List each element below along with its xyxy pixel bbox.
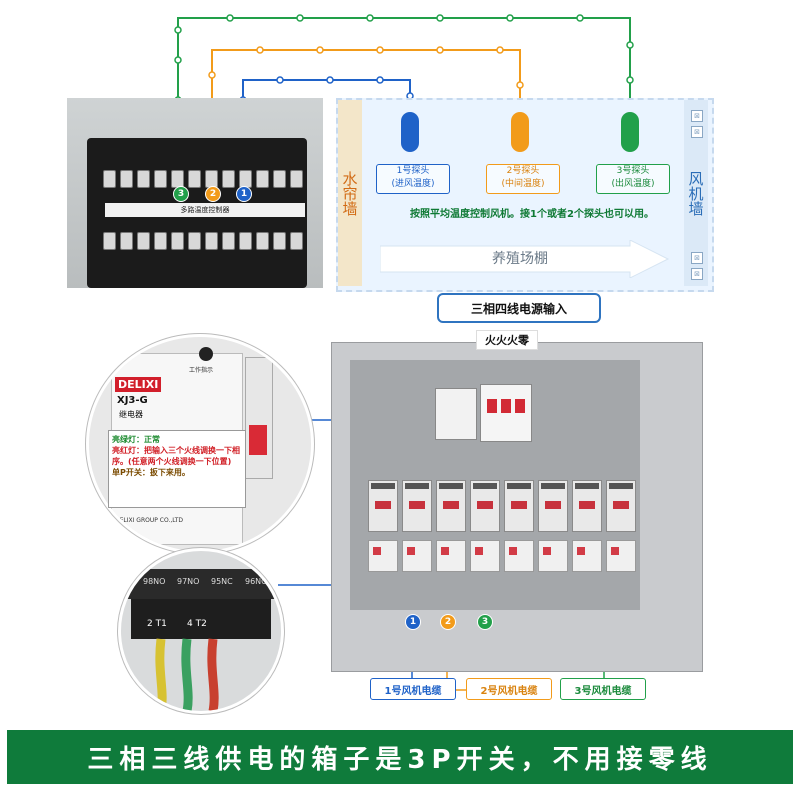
control-note: 按照平均温度控制风机。接1个或者2个探头也可以用。 <box>410 209 654 220</box>
controller-panel-label: 多路温度控制器 <box>105 203 305 217</box>
overload-relay <box>606 540 636 572</box>
overload-relay <box>402 540 432 572</box>
overload-relay <box>572 540 602 572</box>
overload-zoom: 98NO 97NO 95NC 96NC 2 T1 4 T2 <box>118 548 284 714</box>
contactor <box>470 480 500 532</box>
single-pole-switch <box>249 425 267 455</box>
relay-brand: DELIXI <box>115 377 162 392</box>
note-switch: 单P开关：扳下来用。 <box>112 468 190 477</box>
relay-type: 继电器 <box>119 410 143 419</box>
probe-marker-1: 1 <box>236 186 252 202</box>
overload-relay <box>504 540 534 572</box>
footer-text: 三相三线供电的箱子是3P开关，不用接零线 <box>87 744 713 775</box>
probe-2-sensor <box>511 112 529 152</box>
probe-2-desc: (中间温度) <box>501 179 545 189</box>
contactor <box>606 480 636 532</box>
probe-3-sensor <box>621 112 639 152</box>
terminal-row-top <box>103 170 303 188</box>
cable-marker-3: 3 <box>477 614 493 630</box>
probe-3-tag: 3号探头 (出风温度) <box>596 164 670 194</box>
relay-footer-brand: DELIXI GROUP CO.,LTD <box>115 517 184 524</box>
relay-indicator-label: 工作指示 <box>189 367 214 374</box>
probe-1-desc: (进风温度) <box>391 179 435 189</box>
terminal-t1: 2 T1 <box>147 619 167 629</box>
cable-marker-1: 1 <box>405 614 421 630</box>
fan-icon: ⊠ <box>691 110 703 122</box>
fan-icon: ⊠ <box>691 252 703 264</box>
airflow-arrow <box>380 240 670 278</box>
note-green-light: 亮绿灯：正常 <box>112 435 160 444</box>
controller-photo: 多路温度控制器 3 2 1 <box>67 98 323 288</box>
overload-relay <box>470 540 500 572</box>
phase-label: 火火火零 <box>476 330 538 350</box>
probe-3-desc: (出风温度) <box>611 179 655 189</box>
probe-3-name: 3号探头 <box>616 166 650 176</box>
contactor <box>538 480 568 532</box>
contactor <box>572 480 602 532</box>
main-breaker <box>480 384 532 442</box>
contactor <box>402 480 432 532</box>
note-red-light: 亮红灯：把输入三个火线调换一下相序。(任意两个火线调换一下位置) <box>112 446 240 466</box>
probe-2-tag: 2号探头 (中间温度) <box>486 164 560 194</box>
motor-wires <box>155 638 219 711</box>
contact-98no: 98NO <box>143 577 166 586</box>
contactor <box>436 480 466 532</box>
cable-label-3: 3号风机电缆 <box>560 678 646 700</box>
probe-1-sensor <box>401 112 419 152</box>
contactor <box>504 480 534 532</box>
fan-icon: ⊠ <box>691 126 703 138</box>
contactor <box>368 480 398 532</box>
cable-label-2: 2号风机电缆 <box>466 678 552 700</box>
contact-97no: 97NO <box>177 577 200 586</box>
overload-relay <box>368 540 398 572</box>
contact-95nc: 95NC <box>211 577 233 586</box>
overload-relay <box>538 540 568 572</box>
cable-label-1: 1号风机电缆 <box>370 678 456 700</box>
overload-relay <box>436 540 466 572</box>
probe-marker-2: 2 <box>205 186 221 202</box>
fan-icon: ⊠ <box>691 268 703 280</box>
probe-1-name: 1号探头 <box>396 166 430 176</box>
footer-banner <box>7 730 793 784</box>
probe-2-name: 2号探头 <box>506 166 540 176</box>
relay-model: XJ3-G <box>117 395 148 406</box>
contact-96nc: 96NC <box>245 577 267 586</box>
phase-relay <box>435 388 477 440</box>
terminal-t2: 4 T2 <box>187 619 207 629</box>
probe-marker-3: 3 <box>173 186 189 202</box>
probe-1-tag: 1号探头 (进风温度) <box>376 164 450 194</box>
terminal-row-bottom <box>103 232 303 250</box>
power-input-label: 三相四线电源输入 <box>437 293 601 323</box>
water-wall: 水帘墙 <box>338 100 362 286</box>
cable-marker-2: 2 <box>440 614 456 630</box>
relay-note: 亮绿灯：正常 亮红灯：把输入三个火线调换一下相序。(任意两个火线调换一下位置) … <box>108 430 246 508</box>
house-label: 养殖场棚 <box>492 251 548 267</box>
